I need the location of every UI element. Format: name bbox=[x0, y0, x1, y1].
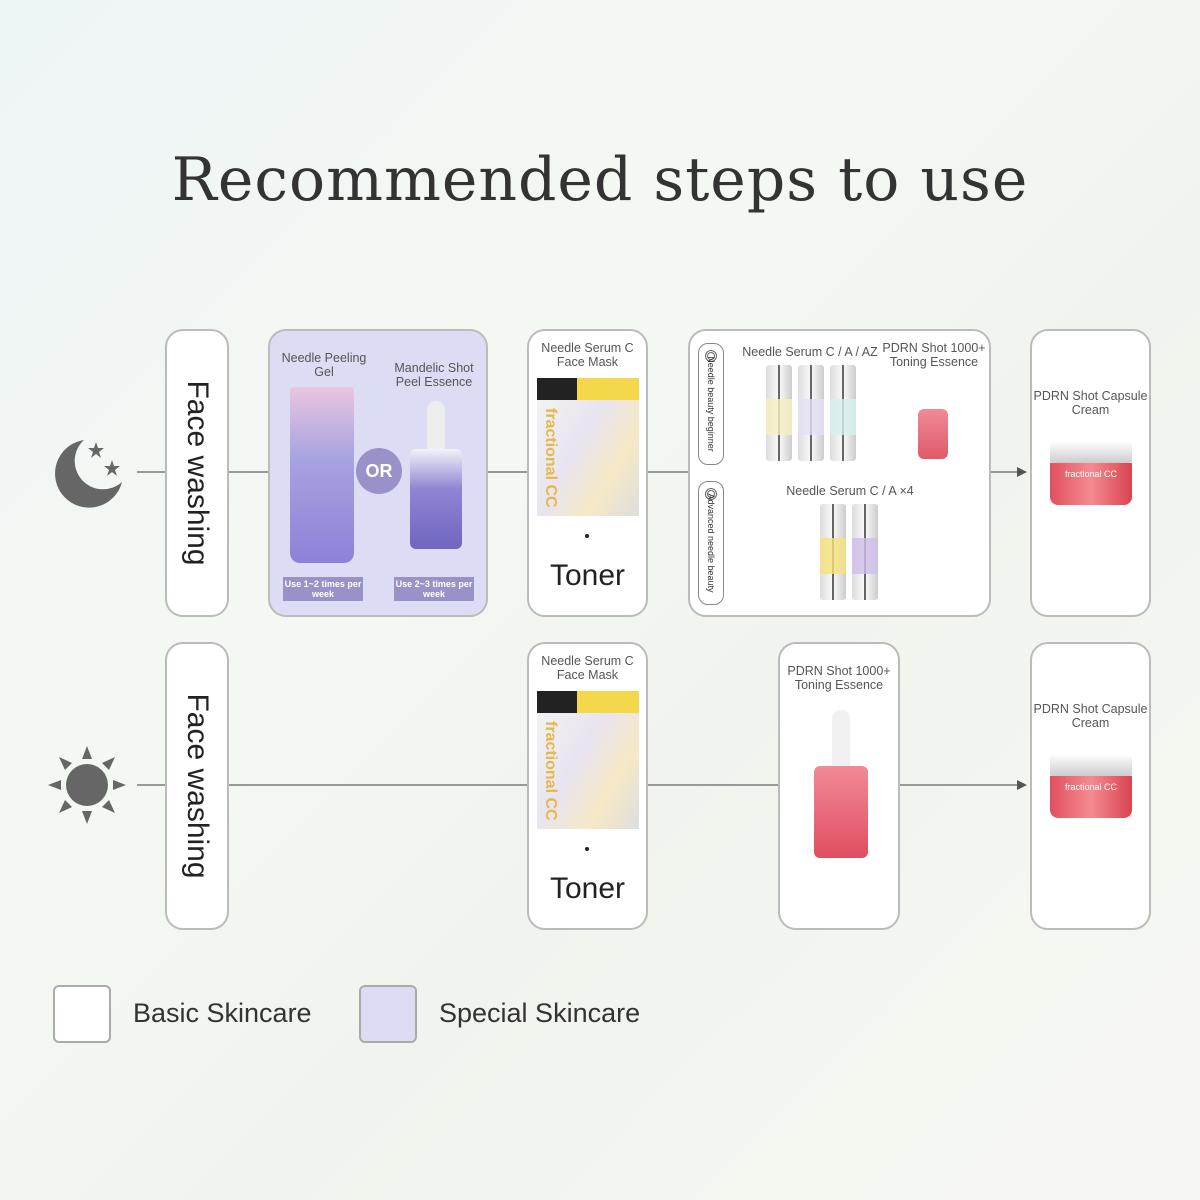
product-name: Mandelic Shot Peel Essence bbox=[394, 361, 474, 389]
pdrn-essence-image bbox=[918, 409, 948, 459]
frequency-tag: Use 1~2 times per week bbox=[283, 577, 363, 601]
capsule-cream-image: fractional CC bbox=[1050, 754, 1132, 818]
serum-az-image bbox=[830, 365, 856, 461]
product-name: Needle Serum C Face Mask bbox=[541, 654, 634, 682]
product-name: Needle Serum C / A ×4 bbox=[786, 484, 914, 498]
brand-logo: fractional CC bbox=[1050, 776, 1132, 818]
night-special-step: Needle Peeling Gel OR Mandelic Shot Peel… bbox=[268, 329, 488, 617]
moon-stars-icon bbox=[50, 436, 126, 512]
brand-logo: fractional CC bbox=[542, 408, 559, 508]
product-name: Needle Serum C / A / AZ bbox=[742, 345, 878, 359]
night-serum-step: Needle beauty beginner Advanced needle b… bbox=[688, 329, 991, 617]
face-mask-image: fractional CC bbox=[537, 378, 639, 516]
day-cream-step: PDRN Shot Capsule Cream fractional CC bbox=[1030, 642, 1151, 930]
step-label: Toner bbox=[549, 872, 626, 905]
legend-label-special: Special Skincare bbox=[439, 998, 641, 1028]
brand-logo: fractional CC bbox=[1050, 463, 1132, 505]
step-label: Face washing bbox=[181, 380, 214, 566]
night-toner-step: Needle Serum C Face Mask fractional CC T… bbox=[527, 329, 648, 617]
step-label: Toner bbox=[549, 559, 626, 592]
face-mask-image: fractional CC bbox=[537, 691, 639, 829]
or-badge: OR bbox=[356, 448, 402, 494]
night-face-washing-step: Face washing bbox=[165, 329, 229, 617]
night-cream-step: PDRN Shot Capsule Cream fractional CC bbox=[1030, 329, 1151, 617]
arrow-icon bbox=[1017, 467, 1027, 477]
tag-label: Advanced needle beauty bbox=[706, 493, 716, 593]
tag-label: Needle beauty beginner bbox=[706, 356, 716, 452]
day-essence-step: PDRN Shot 1000+ Toning Essence bbox=[778, 642, 900, 930]
pdrn-essence-image bbox=[814, 710, 868, 864]
legend-swatch-special bbox=[359, 985, 417, 1043]
brand-logo: fractional CC bbox=[542, 721, 559, 821]
serum-c-image bbox=[820, 504, 846, 600]
serum-a-image bbox=[852, 504, 878, 600]
legend-swatch-basic bbox=[53, 985, 111, 1043]
product-name: PDRN Shot 1000+ Toning Essence bbox=[787, 664, 891, 692]
beginner-tag: Needle beauty beginner bbox=[698, 343, 724, 465]
sun-icon bbox=[48, 746, 126, 824]
frequency-tag: Use 2~3 times per week bbox=[394, 577, 474, 601]
separator-dot bbox=[585, 534, 589, 538]
product-name: Needle Serum C Face Mask bbox=[541, 341, 634, 369]
advanced-tag: Advanced needle beauty bbox=[698, 481, 724, 605]
arrow-icon bbox=[1017, 780, 1027, 790]
day-toner-step: Needle Serum C Face Mask fractional CC T… bbox=[527, 642, 648, 930]
peel-essence-bottle-image bbox=[410, 401, 462, 551]
serum-a-image bbox=[798, 365, 824, 461]
peeling-gel-tube-image bbox=[290, 387, 354, 563]
capsule-cream-image: fractional CC bbox=[1050, 441, 1132, 505]
product-name: PDRN Shot Capsule Cream bbox=[1033, 702, 1148, 730]
step-label: Face washing bbox=[181, 693, 214, 879]
day-face-washing-step: Face washing bbox=[165, 642, 229, 930]
product-name: PDRN Shot 1000+ Toning Essence bbox=[882, 341, 986, 369]
separator-dot bbox=[585, 847, 589, 851]
page-title: Recommended steps to use bbox=[171, 145, 1029, 215]
product-name: PDRN Shot Capsule Cream bbox=[1033, 389, 1148, 417]
legend-label-basic: Basic Skincare bbox=[133, 998, 312, 1028]
serum-c-image bbox=[766, 365, 792, 461]
product-name: Needle Peeling Gel bbox=[281, 351, 367, 379]
